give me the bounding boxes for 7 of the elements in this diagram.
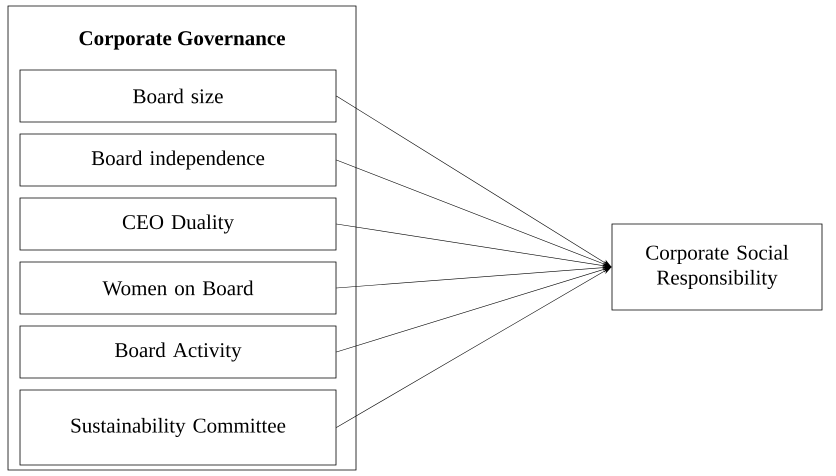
variable-box: Women on Board xyxy=(20,262,336,314)
variable-box: Board independence xyxy=(20,134,336,186)
variable-box: Corporate Social Responsibility xyxy=(612,224,822,310)
variable-box: Board size xyxy=(20,70,336,122)
variable-box: CEO Duality xyxy=(20,198,336,250)
variable-box: Sustainability Committee xyxy=(20,390,336,466)
variable-box: Board Activity xyxy=(20,326,336,378)
